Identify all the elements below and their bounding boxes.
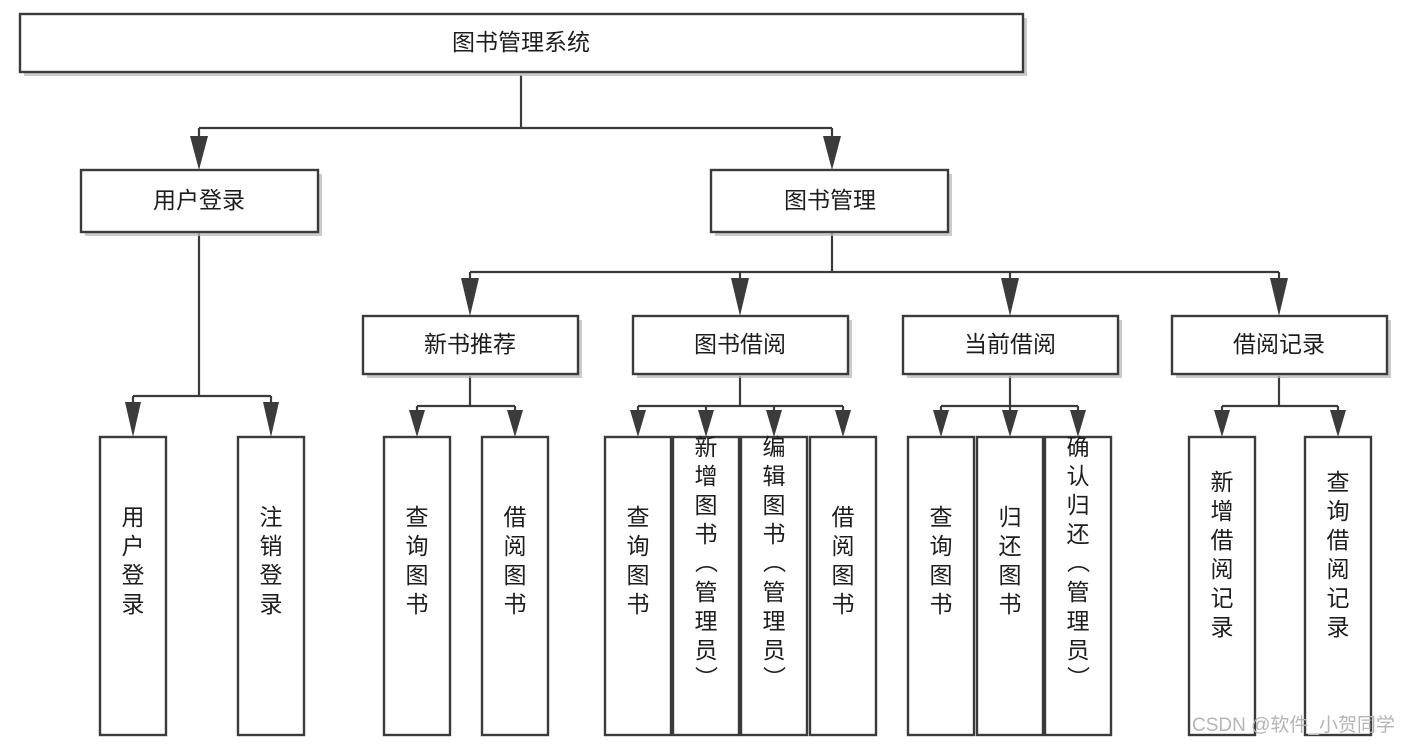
leaf-query-book-borrow[interactable]: 查询图书 xyxy=(603,435,673,737)
arrow-leaf-add-record xyxy=(1214,410,1230,437)
leaf-query-borrow-record-label: 查询借阅记录 xyxy=(1327,469,1350,640)
leaf-user-login-label: 用户登录 xyxy=(122,504,145,617)
node-current-borrow[interactable]: 当前借阅 xyxy=(901,314,1122,378)
leaf-borrow-book-borrow-box[interactable] xyxy=(808,435,878,737)
node-book-borrow-box[interactable] xyxy=(631,314,850,376)
arrow-leaf-query-book-2 xyxy=(630,410,646,437)
leaf-add-book[interactable]: 新增图书（管理员） xyxy=(671,434,741,737)
arrow-leaf-add-book xyxy=(698,410,714,437)
node-borrow-record-label: 借阅记录 xyxy=(1233,331,1325,357)
arrow-borrow-record xyxy=(1270,278,1288,316)
leaf-edit-book[interactable]: 编辑图书（管理员） xyxy=(739,434,809,737)
node-current-borrow-box[interactable] xyxy=(901,314,1120,376)
arrow-leaf-query-book-3 xyxy=(933,410,949,437)
leaf-borrow-book-newbook[interactable]: 借阅图书 xyxy=(480,435,550,737)
leaf-add-borrow-record-label: 新增借阅记录 xyxy=(1211,469,1234,640)
leaf-query-book-borrow-label: 查询图书 xyxy=(627,504,650,617)
node-new-book-recommend-label: 新书推荐 xyxy=(424,331,516,357)
connectors-group xyxy=(125,75,1346,437)
leaf-confirm-return-label: 确认归还（管理员） xyxy=(1067,434,1091,692)
node-book-management[interactable]: 图书管理 xyxy=(709,168,952,236)
node-book-borrow[interactable]: 图书借阅 xyxy=(631,314,852,378)
leaf-confirm-return-box[interactable] xyxy=(1043,435,1113,737)
csdn-watermark: CSDN @软件_小贺同学 xyxy=(1192,714,1395,736)
arrow-current-borrow xyxy=(1001,278,1019,316)
leaf-user-login-box[interactable] xyxy=(98,435,168,737)
arrow-leaf-query-book-1 xyxy=(409,410,425,437)
leaf-query-borrow-record[interactable]: 查询借阅记录 xyxy=(1303,435,1373,737)
node-root-box[interactable] xyxy=(18,12,1025,74)
node-user-login-label: 用户登录 xyxy=(153,187,245,213)
leaf-return-book-box[interactable] xyxy=(975,435,1045,737)
node-book-management-box[interactable] xyxy=(709,168,950,234)
node-new-book-recommend-box[interactable] xyxy=(361,314,580,376)
leaf-logout-label: 注销登录 xyxy=(260,504,283,617)
leaf-add-borrow-record[interactable]: 新增借阅记录 xyxy=(1187,435,1257,737)
leaf-edit-book-label: 编辑图书（管理员） xyxy=(763,434,787,692)
leaf-query-book-current-label: 查询图书 xyxy=(930,504,953,617)
arrow-leaf-query-record xyxy=(1330,410,1346,437)
arrow-leaf-return-book xyxy=(1002,410,1018,437)
leaf-add-book-box[interactable] xyxy=(671,435,741,737)
leaf-return-book[interactable]: 归还图书 xyxy=(975,435,1045,737)
leaf-query-book-newbook-box[interactable] xyxy=(382,435,452,737)
leaf-borrow-book-newbook-label: 借阅图书 xyxy=(504,504,527,617)
leaf-borrow-book-borrow[interactable]: 借阅图书 xyxy=(808,435,878,737)
node-borrow-record[interactable]: 借阅记录 xyxy=(1170,314,1391,378)
leaf-query-book-newbook[interactable]: 查询图书 xyxy=(382,435,452,737)
arrow-user-login xyxy=(190,136,208,170)
node-book-management-label: 图书管理 xyxy=(784,187,876,213)
arrow-leaf-borrow-book-2 xyxy=(835,410,851,437)
leaf-logout-box[interactable] xyxy=(236,435,306,737)
leaf-query-book-current-box[interactable] xyxy=(906,435,976,737)
node-user-login[interactable]: 用户登录 xyxy=(79,168,322,236)
arrow-book-mgmt xyxy=(823,136,841,170)
leaf-confirm-return[interactable]: 确认归还（管理员） xyxy=(1043,434,1113,737)
leaf-edit-book-box[interactable] xyxy=(739,435,809,737)
arrow-leaf-logout xyxy=(263,402,279,437)
arrow-leaf-borrow-book-1 xyxy=(507,410,523,437)
arrow-new-book-rec xyxy=(461,278,479,316)
leaf-query-book-newbook-label: 查询图书 xyxy=(406,504,429,617)
arrow-book-borrow xyxy=(731,278,749,316)
node-book-borrow-label: 图书借阅 xyxy=(694,331,786,357)
leaf-borrow-book-newbook-box[interactable] xyxy=(480,435,550,737)
node-root[interactable]: 图书管理系统 xyxy=(18,12,1027,76)
leaf-borrow-book-borrow-label: 借阅图书 xyxy=(832,504,855,617)
arrow-leaf-user-login xyxy=(125,402,141,437)
node-current-borrow-label: 当前借阅 xyxy=(964,331,1056,357)
leaf-query-book-borrow-box[interactable] xyxy=(603,435,673,737)
leaf-add-book-label: 新增图书（管理员） xyxy=(695,434,719,692)
node-borrow-record-box[interactable] xyxy=(1170,314,1389,376)
node-new-book-recommend[interactable]: 新书推荐 xyxy=(361,314,582,378)
leaf-return-book-label: 归还图书 xyxy=(999,504,1022,617)
leaf-user-login[interactable]: 用户登录 xyxy=(98,435,168,737)
leaf-add-borrow-record-box[interactable] xyxy=(1187,435,1257,737)
node-user-login-box[interactable] xyxy=(79,168,320,234)
leaf-query-book-current[interactable]: 查询图书 xyxy=(906,435,976,737)
node-root-label: 图书管理系统 xyxy=(452,29,590,55)
arrow-leaf-confirm-return xyxy=(1070,410,1086,437)
arrow-leaf-edit-book xyxy=(766,410,782,437)
leaf-query-borrow-record-box[interactable] xyxy=(1303,435,1373,737)
leaf-logout[interactable]: 注销登录 xyxy=(236,435,306,737)
